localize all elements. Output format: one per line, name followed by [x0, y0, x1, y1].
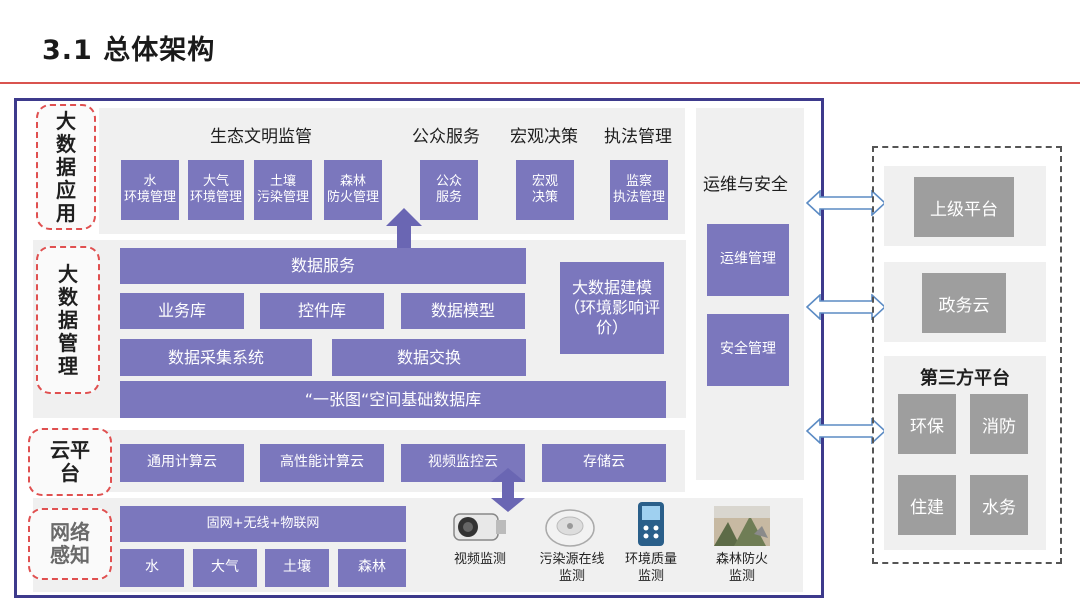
third-party-title: 第三方平台 — [920, 368, 1010, 389]
smoke-detector-icon — [545, 509, 595, 547]
data-collection-system[interactable]: 数据采集系统 — [120, 339, 312, 376]
layer-label-cloud: 云平台 — [28, 428, 112, 496]
macro-header: 宏观决策 — [510, 127, 578, 147]
eco-item[interactable]: 大气 环境管理 — [188, 160, 244, 220]
architecture-frame — [14, 98, 824, 598]
handheld-meter-icon — [638, 502, 664, 546]
double-arrow-icon — [491, 468, 525, 512]
cloud-item[interactable]: 存储云 — [542, 444, 666, 482]
spatial-base-database[interactable]: “一张图“空间基础数据库 — [120, 381, 666, 418]
device-caption: 环境质量 监测 — [624, 552, 677, 584]
camera-icon — [453, 513, 506, 541]
third-party-item[interactable]: 消防 — [970, 394, 1028, 454]
layer-label-cloud-text: 云平台 — [50, 438, 90, 485]
ops-header: 运维与安全 — [703, 175, 788, 195]
eco-header: 生态文明监管 — [210, 127, 312, 147]
layer-label-sense-text: 网络感知 — [50, 520, 90, 567]
data-service[interactable]: 数据服务 — [120, 248, 526, 284]
cloud-item[interactable]: 通用计算云 — [120, 444, 244, 482]
data-exchange[interactable]: 数据交换 — [332, 339, 526, 376]
title-divider — [0, 82, 1080, 84]
superior-platform[interactable]: 上级平台 — [914, 177, 1014, 237]
ops-management[interactable]: 运维管理 — [707, 224, 789, 296]
sense-item[interactable]: 森林 — [338, 549, 406, 587]
forest-photo-icon — [714, 506, 770, 546]
third-party-item[interactable]: 水务 — [970, 475, 1028, 535]
public-header: 公众服务 — [412, 127, 480, 147]
layer-label-mgmt: 大数据管理 — [36, 246, 100, 394]
sense-item[interactable]: 土壤 — [265, 549, 329, 587]
network-bar[interactable]: 固网+无线+物联网 — [120, 506, 406, 542]
cloud-item[interactable]: 高性能计算云 — [260, 444, 384, 482]
macro-decision-item[interactable]: 宏观 决策 — [516, 160, 574, 220]
law-enforcement-item[interactable]: 监察 执法管理 — [610, 160, 668, 220]
external-platforms — [872, 146, 1062, 564]
device-caption: 森林防火 监测 — [715, 552, 768, 584]
law-header: 执法管理 — [604, 127, 672, 147]
layer-label-app: 大数据应用 — [36, 104, 96, 230]
device-caption: 视频监测 — [453, 552, 506, 567]
layer-label-sense: 网络感知 — [28, 508, 112, 580]
big-data-modeling[interactable]: 大数据建模 （环境影响评价） — [560, 262, 664, 354]
device-caption: 污染源在线 监测 — [539, 552, 605, 584]
third-party-item[interactable]: 环保 — [898, 394, 956, 454]
page-title: 3.1 总体架构 — [42, 35, 216, 66]
business-db[interactable]: 业务库 — [120, 293, 244, 329]
control-db[interactable]: 控件库 — [260, 293, 384, 329]
eco-item[interactable]: 森林 防火管理 — [324, 160, 382, 220]
security-management[interactable]: 安全管理 — [707, 314, 789, 386]
layer-label-mgmt-text: 大数据管理 — [58, 261, 78, 378]
sense-item[interactable]: 大气 — [193, 549, 257, 587]
public-service-item[interactable]: 公众 服务 — [420, 160, 478, 220]
data-model[interactable]: 数据模型 — [401, 293, 525, 329]
eco-item[interactable]: 水 环境管理 — [121, 160, 179, 220]
sense-item[interactable]: 水 — [120, 549, 184, 587]
gov-cloud[interactable]: 政务云 — [922, 273, 1006, 333]
third-party-item[interactable]: 住建 — [898, 475, 956, 535]
layer-label-app-text: 大数据应用 — [56, 108, 76, 225]
eco-item[interactable]: 土壤 污染管理 — [254, 160, 312, 220]
